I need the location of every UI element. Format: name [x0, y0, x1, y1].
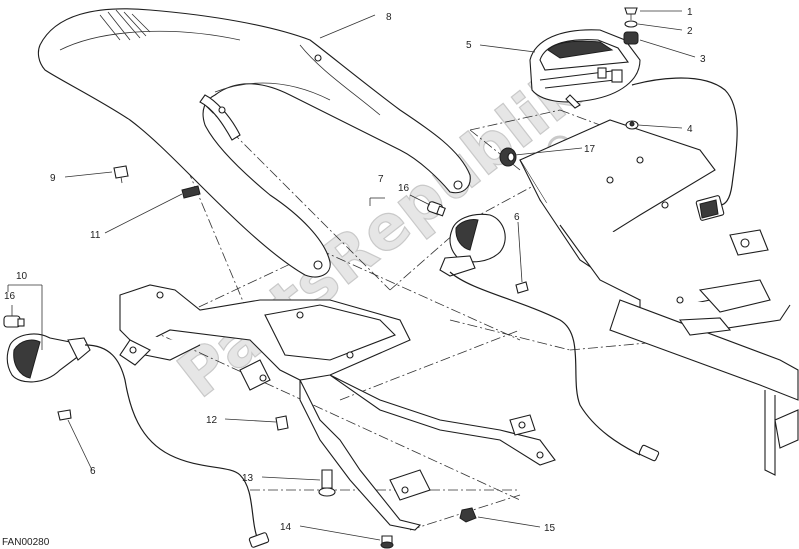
- tail-light-wiring: [631, 77, 738, 221]
- callout-11: 11: [90, 230, 101, 241]
- nut-15: [459, 507, 477, 523]
- clip-11: [181, 185, 201, 199]
- screw-6-right: [515, 281, 529, 294]
- right-turn-signal: [439, 213, 660, 462]
- callout-17: 17: [584, 144, 596, 155]
- callout-7: 7: [378, 174, 384, 185]
- callout-13: 13: [242, 473, 254, 484]
- diagram-code: FAN00280: [2, 537, 50, 548]
- screw-6-left: [57, 409, 72, 421]
- callout-16-right: 16: [398, 183, 410, 194]
- callout-labels: 1 2 3 4 5 6 6 7 8 9 10 11 12 13 14 15 16…: [4, 7, 706, 534]
- tail-light: [529, 29, 641, 109]
- callout-6-right: 6: [514, 212, 520, 223]
- grommet-17: [499, 147, 517, 167]
- callout-leaders: [7, 10, 696, 541]
- callout-2: 2: [687, 26, 693, 37]
- screw-12: [275, 415, 289, 431]
- callout-9: 9: [50, 173, 56, 184]
- license-plate-holder: [119, 284, 556, 531]
- callout-14: 14: [280, 522, 292, 533]
- callout-12: 12: [206, 415, 218, 426]
- grommet-4: [625, 120, 639, 130]
- screw-9: [113, 165, 129, 184]
- callout-8: 8: [386, 12, 392, 23]
- callout-3: 3: [700, 54, 706, 65]
- screw-14: [380, 535, 394, 549]
- callout-6-left: 6: [90, 466, 96, 477]
- left-turn-signal: [6, 333, 270, 548]
- callout-15: 15: [544, 523, 556, 534]
- washer-2: [624, 20, 638, 28]
- screw-13: [318, 469, 336, 497]
- rear-subframe: [519, 119, 799, 476]
- callout-5: 5: [466, 40, 472, 51]
- bulb-16-right: [427, 201, 446, 217]
- tail-cover: [37, 8, 471, 278]
- bulb-16-left: [3, 315, 25, 328]
- callout-1: 1: [687, 7, 693, 18]
- callout-4: 4: [687, 124, 693, 135]
- callout-16-left: 16: [4, 291, 16, 302]
- fastener-screw-1: [624, 7, 638, 20]
- callout-10: 10: [16, 271, 28, 282]
- grommet-3: [623, 31, 639, 45]
